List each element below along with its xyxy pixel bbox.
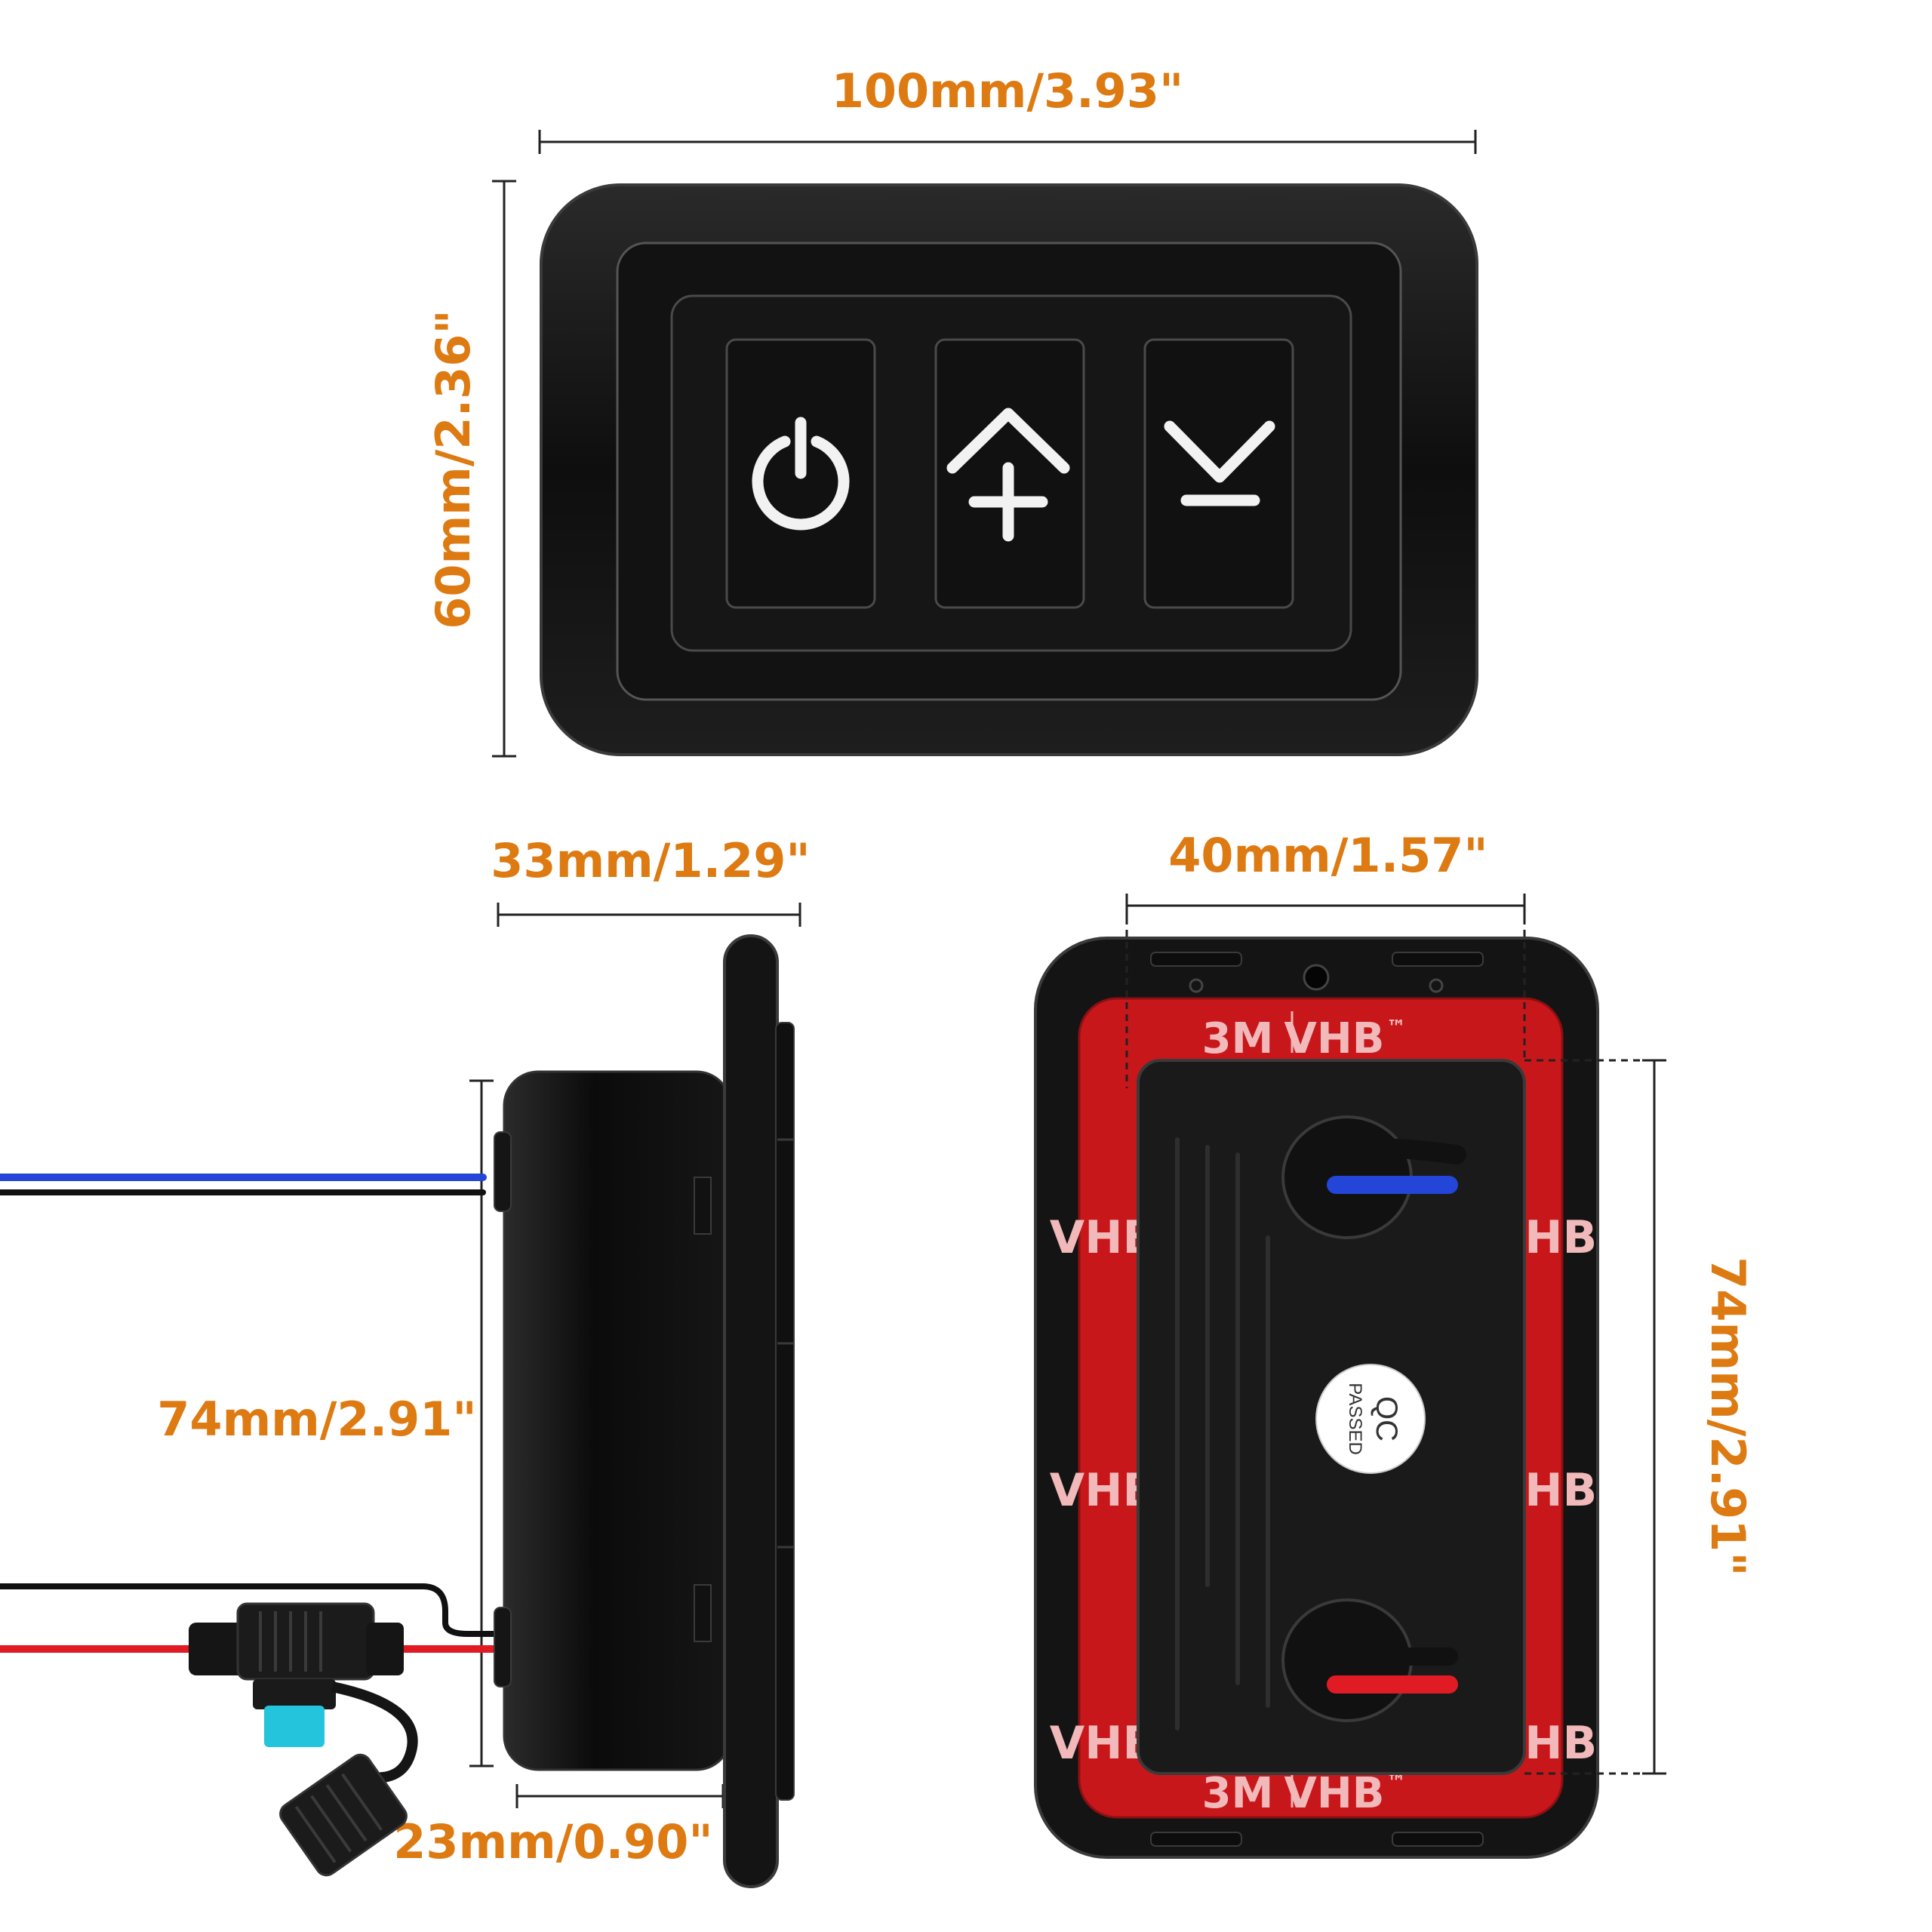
- red-black-wire-pair: [0, 1583, 502, 1653]
- side-height-label: 74mm/2.91": [157, 1392, 476, 1447]
- tape-brand-top: 3M: [1202, 1014, 1274, 1063]
- tape-product-top: VHB: [1284, 1014, 1385, 1063]
- back-height-dimension-line: [1642, 1059, 1666, 1775]
- tape-brand-bottom: 3M: [1202, 1769, 1274, 1818]
- top-view: 100mm/3.93" 60mm/2.36": [426, 63, 1478, 758]
- up-plus-icon: [946, 408, 1070, 542]
- side-view: 33mm/1.29" 74mm/2.91" 23mm/0.90": [0, 833, 811, 1888]
- back-width-label: 40mm/1.57": [1168, 828, 1487, 883]
- back-view: 40mm/1.57" 74mm/2.91" 3M VHB ™ 3M VHB ™ …: [1034, 828, 1755, 1859]
- blue-wire-grommet: [1281, 1115, 1466, 1239]
- tape-product-bottom: VHB: [1284, 1769, 1385, 1818]
- qc-passed-sticker: QC PASSED: [1315, 1364, 1426, 1474]
- down-minus-button[interactable]: [1143, 338, 1294, 609]
- side-device-body: [494, 934, 795, 1888]
- fuse-blade: [264, 1706, 325, 1747]
- blue-black-wire-pair: [0, 1174, 487, 1195]
- tape-mark-top: ™: [1386, 1017, 1406, 1039]
- inline-fuse-holder: [189, 1602, 418, 1877]
- down-minus-icon: [1164, 420, 1275, 506]
- back-mounting-hole: [1303, 964, 1330, 991]
- top-height-label: 60mm/2.36": [426, 309, 481, 629]
- side-depth-label: 23mm/0.90": [393, 1814, 712, 1869]
- top-width-dimension-line: [538, 130, 1477, 154]
- up-plus-button[interactable]: [934, 338, 1085, 609]
- power-icon: [752, 417, 850, 531]
- back-width-dimension-line: [1125, 894, 1526, 918]
- back-dimension-extension-lines: [1125, 906, 1654, 1775]
- side-width-dimension-line: [497, 903, 801, 927]
- side-depth-dimension-line: [515, 1784, 724, 1808]
- back-height-label: 74mm/2.91": [1700, 1257, 1755, 1576]
- power-button[interactable]: [725, 338, 876, 609]
- red-wire-grommet: [1281, 1598, 1458, 1722]
- qc-sticker-line1: QC: [1370, 1396, 1403, 1441]
- top-height-dimension-line: [492, 180, 516, 758]
- qc-sticker-line2: PASSED: [1345, 1383, 1365, 1455]
- fuse-cap: [279, 1753, 408, 1877]
- back-plate-printed-text: [1175, 1137, 1270, 1730]
- side-width-label: 33mm/1.29": [491, 833, 810, 888]
- top-width-label: 100mm/3.93": [832, 63, 1184, 118]
